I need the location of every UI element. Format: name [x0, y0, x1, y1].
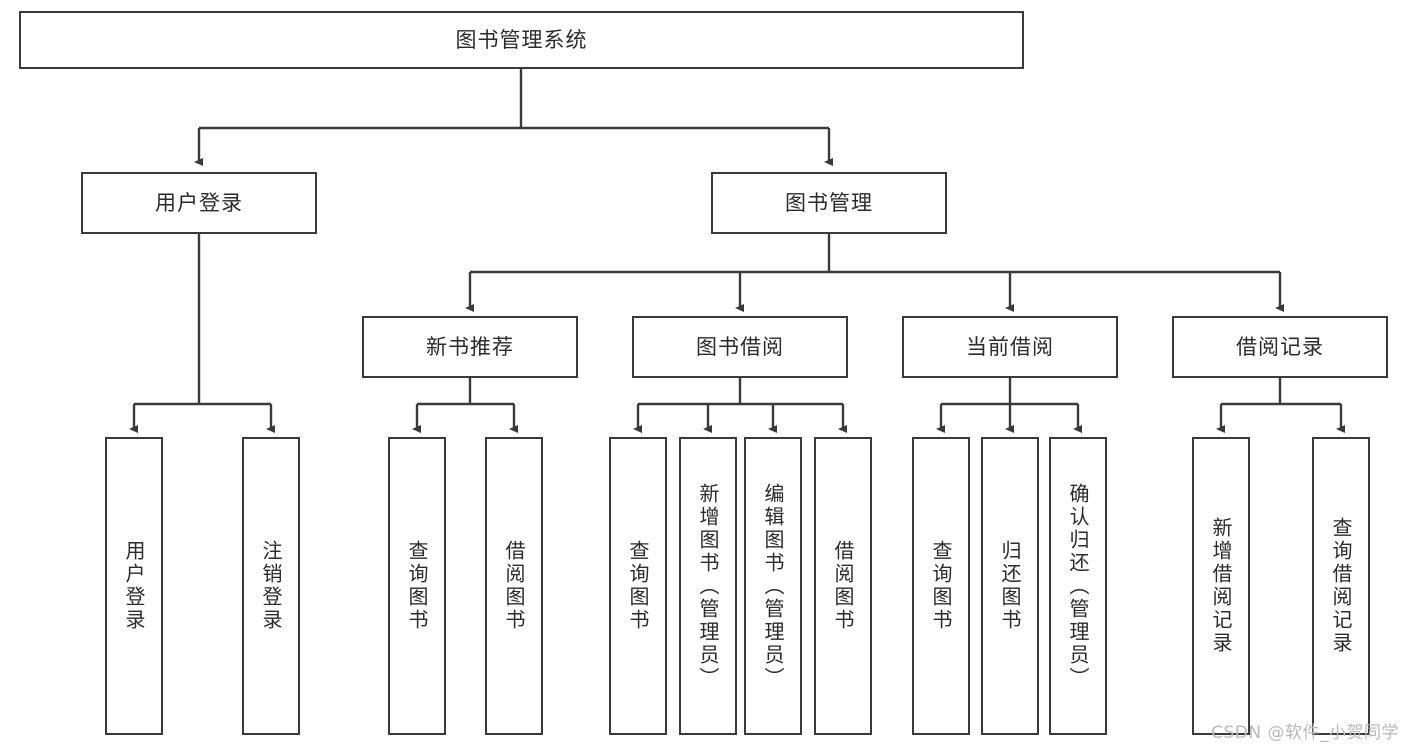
leaf-borrow-edit-book-admin[interactable]: 编辑图书（管理员）: [744, 437, 802, 735]
leaf-record-query-record[interactable]: 查询借阅记录: [1312, 437, 1370, 735]
leaf-current-confirm-return-admin[interactable]: 确认归还（管理员）: [1049, 437, 1107, 735]
leaf-user-login-signin[interactable]: 用户登录: [105, 437, 163, 735]
node-label: 用户登录: [122, 540, 146, 632]
node-label: 借阅图书: [831, 540, 855, 632]
node-label: 借阅记录: [1236, 334, 1324, 359]
leaf-borrow-add-book-admin[interactable]: 新增图书（管理员）: [679, 437, 737, 735]
node-label: 查询图书: [405, 540, 429, 632]
node-label: 图书管理: [785, 190, 873, 215]
node-label: 借阅图书: [502, 540, 526, 632]
leaf-borrow-query-book[interactable]: 查询图书: [609, 437, 667, 735]
node-label: 编辑图书（管理员）: [761, 482, 785, 690]
leaf-user-login-signout[interactable]: 注销登录: [242, 437, 300, 735]
node-label: 当前借阅: [966, 334, 1054, 359]
leaf-record-add-record[interactable]: 新增借阅记录: [1192, 437, 1250, 735]
node-root-system[interactable]: 图书管理系统: [19, 11, 1024, 69]
csdn-watermark: CSDN @软件_小贺同学: [1211, 723, 1399, 743]
node-label: 图书借阅: [696, 334, 784, 359]
node-label: 归还图书: [998, 540, 1022, 632]
node-label: 图书管理系统: [455, 27, 588, 52]
node-label: 注销登录: [259, 540, 283, 632]
node-borrow-record[interactable]: 借阅记录: [1172, 316, 1388, 378]
node-label: 用户登录: [155, 190, 243, 215]
node-user-login[interactable]: 用户登录: [81, 172, 317, 234]
node-label: 查询借阅记录: [1329, 517, 1353, 655]
leaf-recommend-query-book[interactable]: 查询图书: [388, 437, 446, 735]
leaf-current-query-book[interactable]: 查询图书: [912, 437, 970, 735]
node-label: 查询图书: [929, 540, 953, 632]
node-current-borrow[interactable]: 当前借阅: [902, 316, 1118, 378]
node-label: 查询图书: [626, 540, 650, 632]
node-label: 确认归还（管理员）: [1066, 482, 1090, 690]
node-book-management[interactable]: 图书管理: [711, 172, 947, 234]
leaf-recommend-borrow-book[interactable]: 借阅图书: [485, 437, 543, 735]
node-label: 新增借阅记录: [1209, 517, 1233, 655]
leaf-borrow-borrow-book[interactable]: 借阅图书: [814, 437, 872, 735]
node-book-borrow[interactable]: 图书借阅: [632, 316, 848, 378]
leaf-current-return-book[interactable]: 归还图书: [981, 437, 1039, 735]
node-new-book-recommend[interactable]: 新书推荐: [362, 316, 578, 378]
node-label: 新增图书（管理员）: [696, 482, 720, 690]
node-label: 新书推荐: [426, 334, 514, 359]
